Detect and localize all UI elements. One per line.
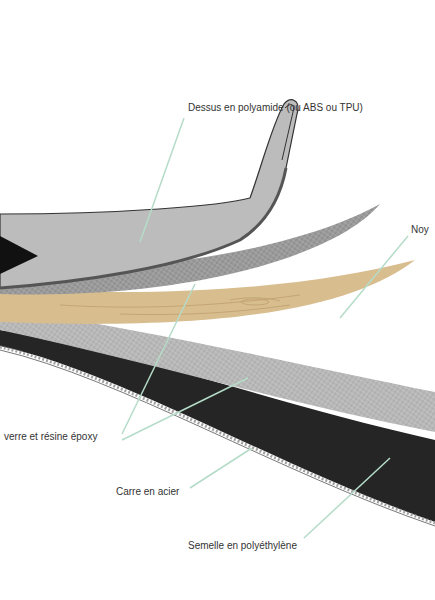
wood-grain bbox=[60, 295, 300, 315]
top-sheet-edge bbox=[0, 168, 286, 288]
lower-fiberglass bbox=[0, 308, 435, 432]
leader-line bbox=[304, 458, 390, 538]
leader-line bbox=[340, 236, 408, 318]
leader-line bbox=[122, 378, 248, 440]
top-sheet bbox=[0, 100, 298, 288]
leader-lines bbox=[122, 118, 408, 538]
leader-line bbox=[190, 448, 252, 488]
part-label: Semelle en polyéthylène bbox=[188, 540, 297, 552]
wood-knot bbox=[241, 299, 269, 305]
part-label: Dessus en polyamide (ou ABS ou TPU) bbox=[188, 102, 363, 114]
leader-line bbox=[122, 284, 195, 434]
top-sheet-triangle bbox=[0, 236, 38, 274]
leader-line bbox=[140, 118, 184, 242]
part-label: Noy bbox=[411, 224, 429, 236]
part-label: Carre en acier bbox=[116, 486, 179, 498]
part-label: verre et résine époxy bbox=[4, 431, 97, 443]
